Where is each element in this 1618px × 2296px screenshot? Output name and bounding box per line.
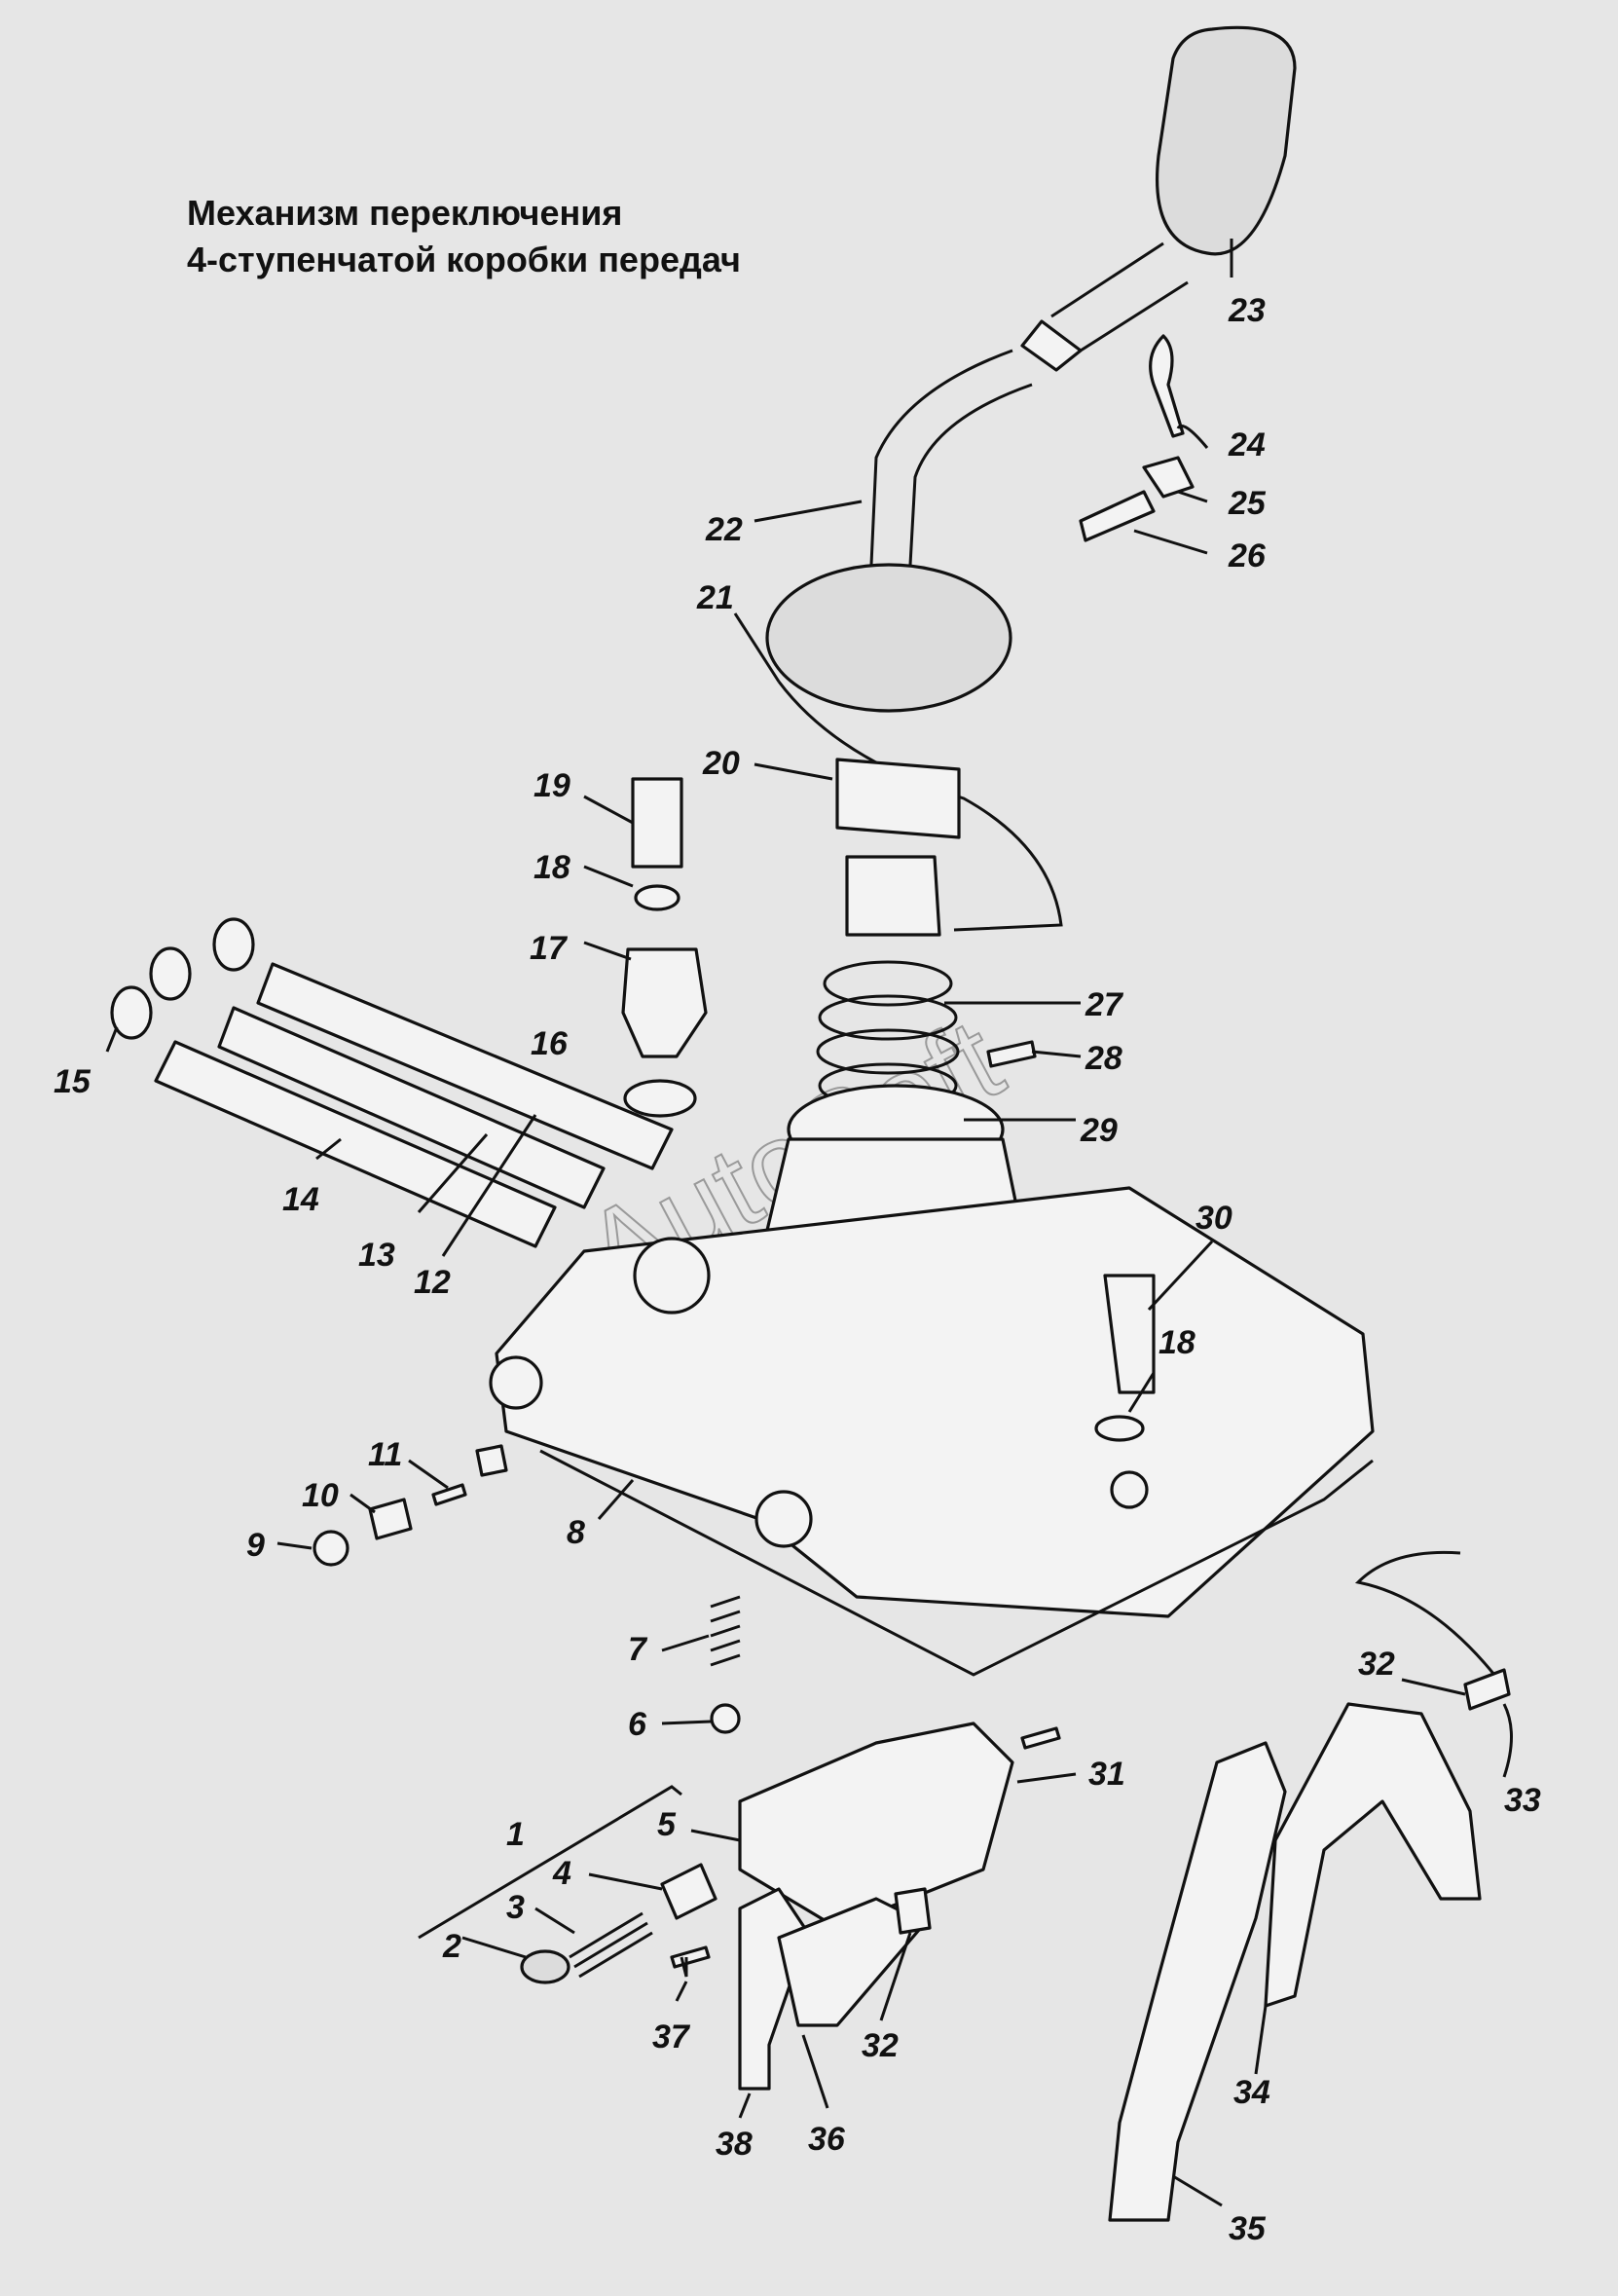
cover-hole-right: [1110, 1470, 1149, 1509]
sleeve-4: [660, 1863, 717, 1920]
split-pin: [1149, 334, 1185, 438]
callout-2: 2: [442, 1928, 461, 1965]
callout-23: 23: [1228, 292, 1266, 329]
leader-lines: [105, 239, 1513, 2207]
cover-hole-left: [489, 1355, 543, 1410]
wire-33: [1354, 1550, 1496, 1676]
pin-31: [1020, 1726, 1061, 1750]
callout-18b: 18: [1158, 1324, 1195, 1361]
group-bracket: [418, 1785, 682, 1940]
pin-28: [986, 1040, 1037, 1068]
callout-15: 15: [54, 1063, 92, 1100]
spring-clip: [1079, 490, 1156, 542]
callout-9: 9: [246, 1527, 265, 1564]
callout-16: 16: [531, 1025, 569, 1062]
selector-rods: [110, 917, 674, 1248]
callout-8: 8: [567, 1514, 585, 1551]
plug-2: [520, 1949, 570, 1984]
spring-7: [710, 1595, 741, 1667]
callout-4: 4: [552, 1855, 571, 1892]
pin-washer: [1142, 456, 1195, 499]
selector-cover: [495, 1186, 1375, 1618]
washer-18: [634, 884, 680, 911]
callout-labels: 23 24 25 26 22 21 20 27 28 29 30 18 19 1…: [54, 292, 1541, 2247]
callout-27: 27: [1085, 986, 1124, 1023]
callout-19: 19: [533, 767, 570, 804]
spring-3: [569, 1911, 653, 1979]
callout-20: 20: [702, 745, 740, 782]
title-line-1: Механизм переключения: [187, 193, 623, 233]
callout-37: 37: [652, 2018, 691, 2055]
callout-25: 25: [1228, 485, 1267, 522]
callout-17: 17: [530, 930, 569, 967]
callout-22: 22: [705, 511, 743, 548]
bolt-30: [1103, 1274, 1156, 1394]
cover-hole-front: [754, 1490, 813, 1548]
gear-knob: [1156, 25, 1297, 256]
callout-13: 13: [358, 1237, 395, 1274]
callout-29: 29: [1080, 1112, 1118, 1149]
switch-17: [621, 947, 708, 1058]
boot-ring: [777, 681, 1063, 932]
fork-35: [1108, 1741, 1287, 2222]
lever-ball: [845, 855, 941, 937]
callout-18a: 18: [533, 849, 570, 886]
cover-gasket: [539, 1449, 1374, 1677]
fork-34: [1264, 1702, 1482, 2008]
callout-28: 28: [1085, 1040, 1122, 1077]
pin-37: [670, 1945, 711, 1969]
washer-16: [623, 1079, 697, 1118]
callout-38: 38: [716, 2126, 753, 2163]
rubber-boot: [765, 563, 1012, 713]
callout-33: 33: [1504, 1782, 1541, 1819]
plug-9: [313, 1530, 349, 1567]
callout-6: 6: [628, 1706, 647, 1743]
callout-31: 31: [1088, 1756, 1125, 1793]
selector-block-5: [738, 1722, 1014, 1930]
fork-36: [777, 1897, 927, 2027]
callout-34: 34: [1233, 2074, 1270, 2111]
callout-32a: 32: [1358, 1646, 1395, 1683]
callout-1: 1: [506, 1816, 525, 1853]
plug-10: [368, 1498, 413, 1540]
callout-32b: 32: [862, 2027, 899, 2064]
callout-35: 35: [1229, 2210, 1267, 2247]
callout-30: 30: [1195, 1200, 1232, 1237]
bolt-19: [631, 777, 683, 869]
washer-18b: [1094, 1415, 1145, 1442]
callout-14: 14: [282, 1181, 319, 1218]
callout-11: 11: [368, 1436, 402, 1473]
shift-lever: [869, 241, 1189, 566]
callout-36: 36: [808, 2121, 846, 2158]
bolt-32a: [1463, 1668, 1511, 1711]
lever-cap: [835, 758, 961, 839]
callout-10: 10: [302, 1477, 339, 1514]
plug-11b: [475, 1444, 508, 1477]
callout-3: 3: [506, 1889, 525, 1926]
ball-6: [710, 1703, 741, 1734]
callout-21: 21: [696, 579, 734, 616]
title-line-2: 4-ступенчатой коробки передач: [187, 240, 741, 279]
callout-12: 12: [414, 1264, 451, 1301]
callout-7: 7: [628, 1631, 648, 1668]
bolt-32b: [894, 1887, 932, 1935]
pin-11: [431, 1483, 467, 1506]
callout-26: 26: [1228, 537, 1267, 574]
cover-boss: [633, 1237, 711, 1315]
callout-24: 24: [1228, 426, 1266, 463]
callout-5: 5: [657, 1806, 677, 1843]
